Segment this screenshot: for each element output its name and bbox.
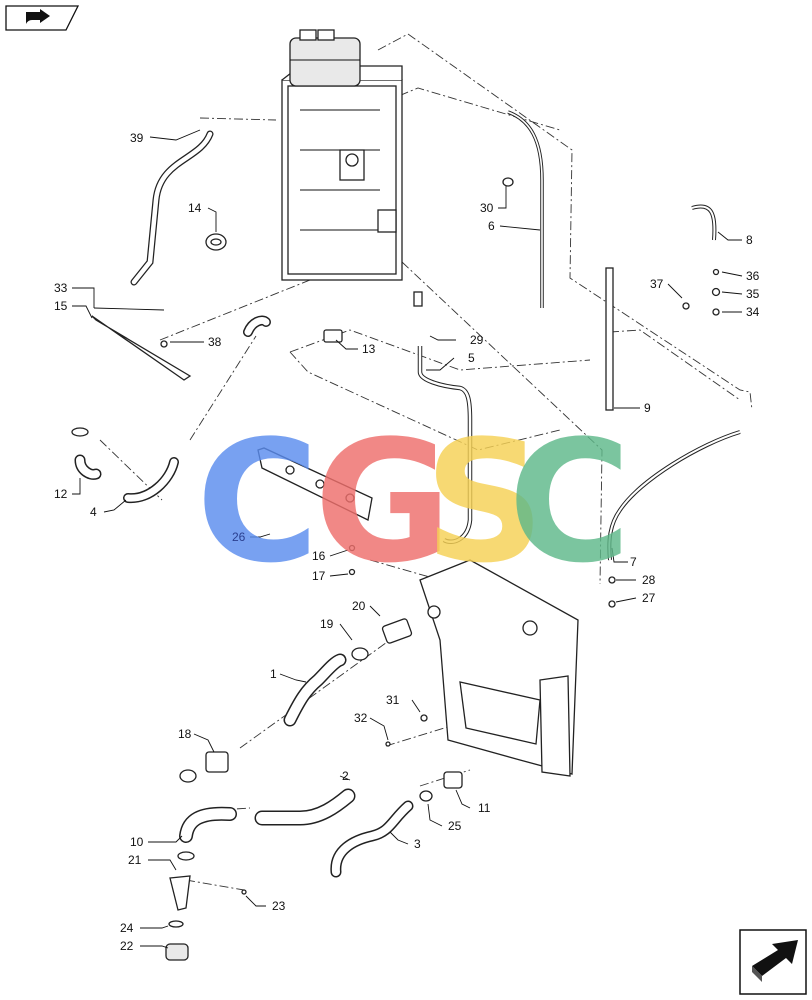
hose-3 bbox=[330, 800, 414, 878]
forward-button[interactable] bbox=[739, 929, 807, 995]
line-8 bbox=[691, 204, 717, 241]
radiator-assembly bbox=[281, 65, 403, 281]
elbow-10 bbox=[179, 806, 237, 843]
callout-39: 39 bbox=[130, 131, 144, 145]
callout-26: 26 bbox=[232, 530, 246, 544]
callout-16: 16 bbox=[312, 549, 326, 563]
callout-6: 6 bbox=[488, 219, 495, 233]
back-button[interactable] bbox=[5, 5, 80, 31]
line-7 bbox=[607, 430, 741, 561]
washer-24 bbox=[168, 920, 184, 928]
clamp-25 bbox=[419, 790, 433, 802]
callout-3: 3 bbox=[414, 837, 421, 851]
fan-shroud bbox=[419, 559, 579, 777]
cap-22 bbox=[165, 943, 189, 961]
drain-fitting-21 bbox=[169, 851, 195, 911]
hose-39 bbox=[130, 130, 214, 286]
callout-29: 29 bbox=[470, 333, 484, 347]
clamp-19 bbox=[351, 647, 369, 661]
watermark-letter-4: C bbox=[508, 404, 631, 600]
callout-2: 2 bbox=[342, 769, 349, 783]
elbow-12 bbox=[71, 427, 102, 480]
watermark: C G S C bbox=[196, 404, 631, 600]
callout-13: 13 bbox=[362, 342, 376, 356]
pipe-5 bbox=[417, 346, 473, 545]
callout-37: 37 bbox=[650, 277, 664, 291]
watermark-letter-3: S bbox=[424, 404, 545, 600]
strip-33 bbox=[93, 307, 165, 311]
coupler-20 bbox=[381, 618, 413, 644]
callout-21: 21 bbox=[128, 853, 142, 867]
hose-2 bbox=[254, 788, 356, 826]
callout-10: 10 bbox=[130, 835, 144, 849]
ring-14 bbox=[205, 233, 227, 251]
callout-15: 15 bbox=[54, 299, 68, 313]
coolant-reservoir bbox=[289, 29, 361, 87]
forward-arrow-icon bbox=[752, 940, 798, 982]
back-arrow-icon bbox=[26, 9, 50, 24]
callout-23: 23 bbox=[272, 899, 286, 913]
callout-28: 28 bbox=[642, 573, 656, 587]
callout-1: 1 bbox=[270, 667, 277, 681]
callout-35: 35 bbox=[746, 287, 760, 301]
callout-12: 12 bbox=[54, 487, 68, 501]
callout-19: 19 bbox=[320, 617, 334, 631]
callout-24: 24 bbox=[120, 921, 134, 935]
sleeve-11 bbox=[443, 771, 463, 789]
strip-9 bbox=[605, 267, 614, 411]
callout-11: 11 bbox=[478, 801, 491, 815]
callout-18: 18 bbox=[178, 727, 192, 741]
callout-9: 9 bbox=[644, 401, 651, 415]
fasteners bbox=[160, 177, 721, 895]
callout-32: 32 bbox=[354, 711, 368, 725]
elbow-upper bbox=[243, 315, 271, 337]
watermark-letter-2: G bbox=[314, 404, 452, 600]
callout-8: 8 bbox=[746, 233, 753, 247]
callout-25: 25 bbox=[448, 819, 462, 833]
callout-33: 33 bbox=[54, 281, 68, 295]
callout-36: 36 bbox=[746, 269, 760, 283]
bracket-rail bbox=[257, 447, 373, 521]
callout-38: 38 bbox=[208, 335, 222, 349]
hose-1 bbox=[283, 653, 347, 727]
callout-14: 14 bbox=[188, 201, 202, 215]
callout-20: 20 bbox=[352, 599, 366, 613]
watermark-letter-1: C bbox=[196, 404, 319, 600]
callout-7: 7 bbox=[630, 555, 637, 569]
callout-22: 22 bbox=[120, 939, 134, 953]
callout-31: 31 bbox=[386, 693, 400, 707]
hose-4 bbox=[123, 457, 179, 504]
callout-labels: 39 14 33 15 38 13 29 5 30 6 8 36 37 35 3… bbox=[54, 131, 760, 953]
callout-30: 30 bbox=[480, 201, 494, 215]
sleeve-18 bbox=[179, 751, 229, 783]
callout-17: 17 bbox=[312, 569, 326, 583]
rubber-strip-15 bbox=[91, 315, 192, 381]
callout-5: 5 bbox=[468, 351, 475, 365]
rod-6 bbox=[507, 110, 544, 308]
leader-lines bbox=[72, 129, 743, 949]
callout-27: 27 bbox=[642, 591, 656, 605]
callout-34: 34 bbox=[746, 305, 760, 319]
callout-4: 4 bbox=[90, 505, 97, 519]
